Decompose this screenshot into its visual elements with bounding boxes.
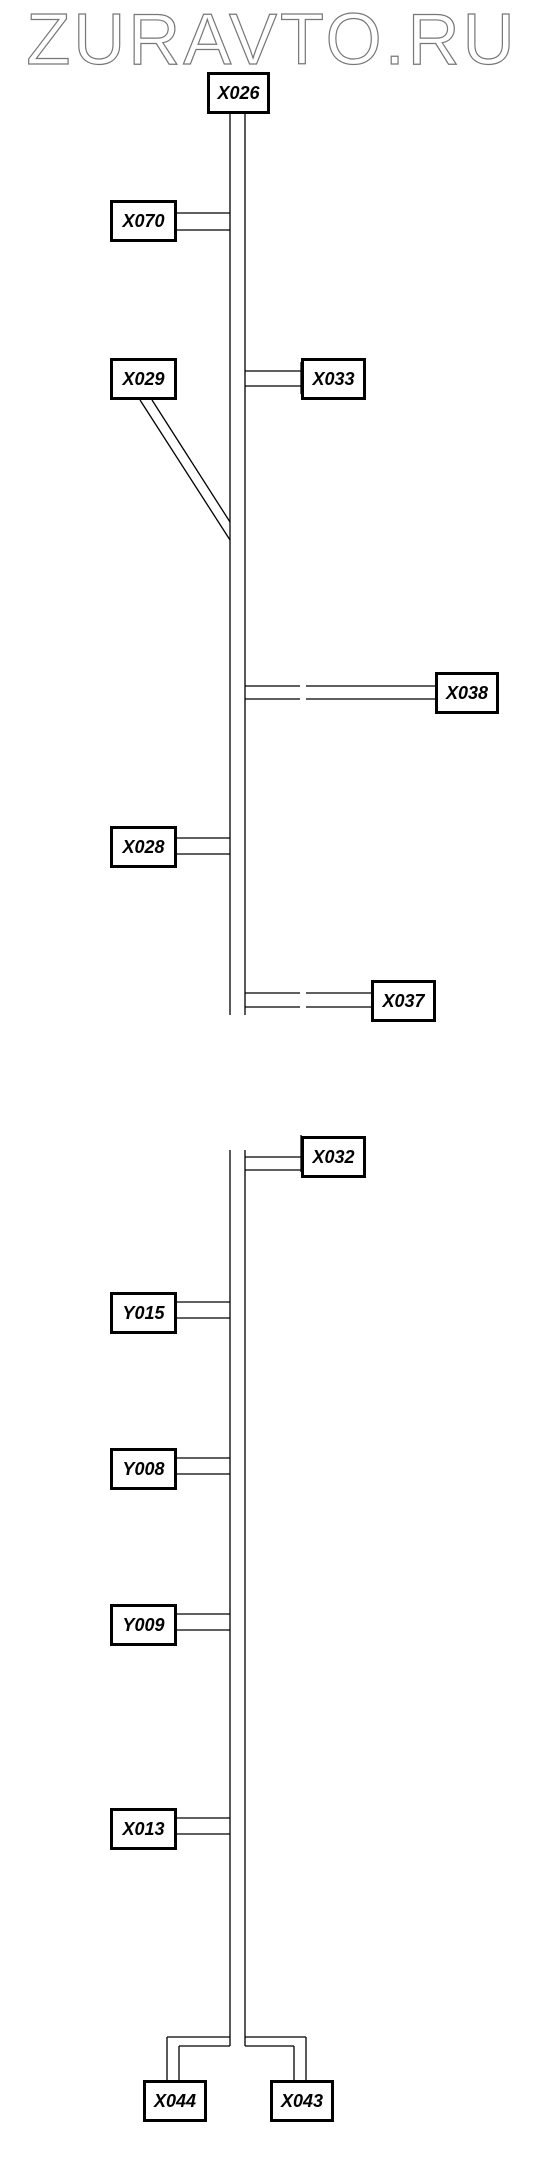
connector-x038: X038 (435, 672, 499, 714)
connector-x026: X026 (207, 72, 270, 114)
connector-x043: X043 (270, 2080, 334, 2122)
connector-x028: X028 (110, 826, 177, 868)
connector-x070: X070 (110, 200, 177, 242)
connector-y015: Y015 (110, 1292, 177, 1334)
connector-x033: X033 (301, 358, 366, 400)
watermark-logo: ZURAVTO.RU (26, 0, 518, 81)
branch-x029-a (139, 399, 231, 541)
connector-x037: X037 (371, 980, 436, 1022)
branch-x029-b (151, 399, 231, 523)
connector-y008: Y008 (110, 1448, 177, 1490)
connector-x013: X013 (110, 1808, 177, 1850)
connector-x029: X029 (110, 358, 177, 400)
connector-y009: Y009 (110, 1604, 177, 1646)
connector-x032: X032 (301, 1136, 366, 1178)
connector-x044: X044 (143, 2080, 207, 2122)
